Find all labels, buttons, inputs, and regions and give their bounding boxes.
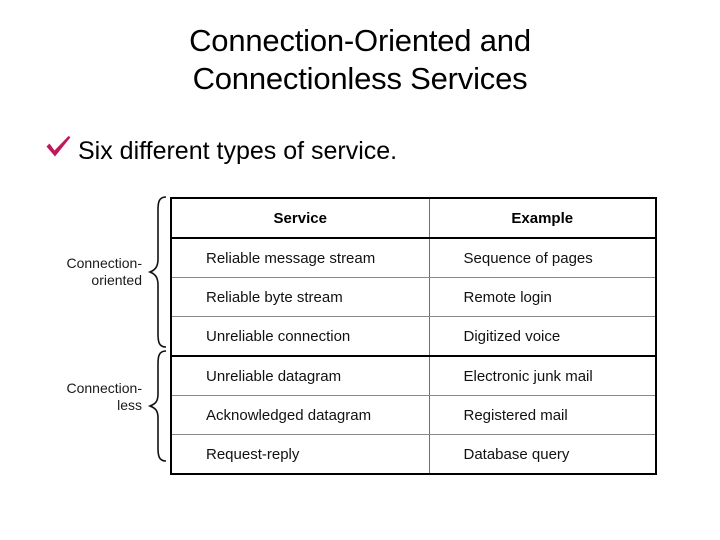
brace-connectionless xyxy=(147,350,169,462)
group-label-line: Connection- xyxy=(66,380,143,396)
table-row: Reliable byte stream Remote login xyxy=(170,277,657,317)
table-header-row: Service Example xyxy=(170,197,657,239)
table-row: Reliable message stream Sequence of page… xyxy=(170,237,657,278)
services-table: Service Example Reliable message stream … xyxy=(170,197,657,475)
cell-service: Reliable byte stream xyxy=(170,277,430,317)
cell-example: Database query xyxy=(428,434,657,475)
column-header-example: Example xyxy=(428,197,657,239)
page-title: Connection-Oriented and Connectionless S… xyxy=(60,22,660,98)
cell-example: Electronic junk mail xyxy=(428,355,657,396)
cell-example: Sequence of pages xyxy=(428,237,657,278)
cell-service: Request-reply xyxy=(170,434,430,475)
group-label-line: oriented xyxy=(91,272,142,288)
brace-connection-oriented xyxy=(147,196,169,348)
check-icon xyxy=(44,134,78,160)
cell-service: Acknowledged datagram xyxy=(170,395,430,435)
table-row: Unreliable connection Digitized voice xyxy=(170,316,657,357)
page-title-line-1: Connection-Oriented and xyxy=(189,23,531,58)
cell-service: Unreliable connection xyxy=(170,316,430,357)
table-header: Service Example xyxy=(170,197,657,239)
group-label-connectionless: Connection- less xyxy=(22,380,143,414)
group-label-line: Connection- xyxy=(66,255,143,271)
cell-example: Digitized voice xyxy=(428,316,657,357)
bullet-text: Six different types of service. xyxy=(78,137,398,165)
cell-service: Reliable message stream xyxy=(170,237,430,278)
column-header-service: Service xyxy=(170,197,430,239)
cell-service: Unreliable datagram xyxy=(170,355,430,396)
cell-example: Registered mail xyxy=(428,395,657,435)
bullet-item: Six different types of service. xyxy=(44,133,397,166)
table-row: Unreliable datagram Electronic junk mail xyxy=(170,355,657,396)
table-row: Request-reply Database query xyxy=(170,434,657,475)
group-label-line: less xyxy=(117,397,142,413)
table-body: Reliable message stream Sequence of page… xyxy=(170,237,657,475)
page-title-line-2: Connectionless Services xyxy=(192,61,528,96)
group-label-connection-oriented: Connection- oriented xyxy=(22,255,143,289)
cell-example: Remote login xyxy=(428,277,657,317)
table-row: Acknowledged datagram Registered mail xyxy=(170,395,657,435)
